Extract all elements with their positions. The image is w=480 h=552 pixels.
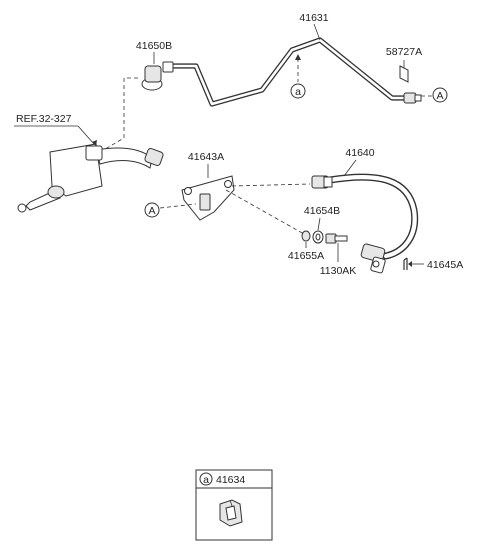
hose-clip [403,257,424,270]
callout-circle-A-left: A [144,202,160,218]
hose-lower-fitting [360,243,386,274]
legend-part-number: 41634 [216,474,245,486]
svg-text:A: A [436,90,443,102]
svg-text:a: a [295,86,301,98]
label-41643A: 41643A [188,151,224,163]
pipe-end-fitting [403,92,422,104]
gasket-washer [312,217,324,244]
label-41654B: 41654B [304,205,340,217]
label-41631: 41631 [299,12,328,24]
circle-A-left-leader [159,203,197,209]
label-1130AK: 1130AK [320,265,357,277]
label-41645A: 41645A [427,259,463,271]
hose-connector-fitting [141,52,174,91]
clutch-hose [311,159,419,260]
callout-circle-a-pipe: a [290,54,306,99]
callout-circle-A-right: A [421,87,448,103]
hose-bracket [181,164,235,221]
washer [301,230,311,248]
ref-leader [14,125,97,146]
bolt [325,233,348,262]
clutch-pipe [171,23,411,107]
label-41655A: 41655A [288,250,324,262]
clutch-master-cylinder [17,143,164,213]
legend-box: a 41634 [195,469,273,541]
label-41640: 41640 [345,147,374,159]
bracket-to-hose-leader [231,183,311,187]
fitting-to-cylinder-leader [99,77,138,153]
label-ref: REF.32-327 [16,113,72,125]
pipe-clip [399,60,409,83]
legend-circle-letter: a [203,474,209,486]
label-58727A: 58727A [386,46,422,58]
bracket-to-bolt-leader [225,189,305,235]
clip-icon [219,499,243,527]
label-41650B: 41650B [136,40,172,52]
svg-text:A: A [148,205,155,217]
